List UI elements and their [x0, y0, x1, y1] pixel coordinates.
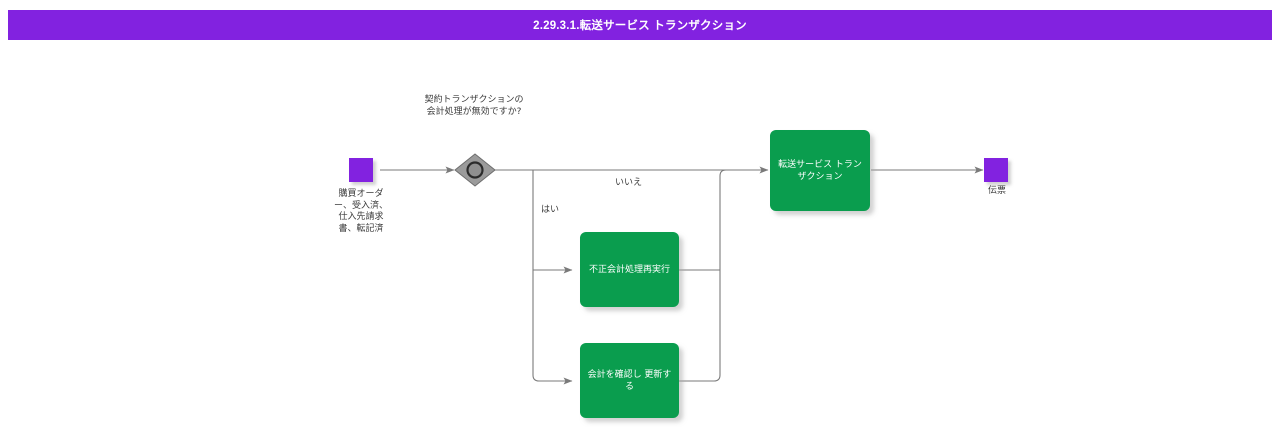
process-node-rerun-invalid-accounting-label: 不正会計処理再実行 [588, 264, 670, 275]
start-terminal-caption: 購買オーダー、受入済、仕入先請求書、転記済 [334, 189, 388, 234]
process-node-verify-update-accounting-label: 会計を確認し 更新する [587, 369, 672, 392]
decision-diamond-icon [454, 153, 496, 187]
end-terminal-node[interactable] [984, 158, 1008, 182]
edge-verify-update-accounting-to-merge [679, 270, 721, 382]
edge-merge-column-to-main [719, 169, 740, 270]
decision-node[interactable] [454, 153, 496, 187]
process-node-transfer-service-transaction[interactable]: 転送サービス トランザクション [770, 130, 870, 211]
end-terminal-caption: 伝票 [987, 186, 1006, 196]
start-terminal-node[interactable] [349, 158, 373, 182]
process-node-transfer-service-transaction-label: 転送サービス トランザクション [778, 159, 862, 182]
process-node-verify-update-accounting[interactable]: 会計を確認し 更新する [580, 343, 679, 418]
process-node-rerun-invalid-accounting[interactable]: 不正会計処理再実行 [580, 232, 679, 307]
edge-label-no: いいえ [615, 178, 643, 188]
page-header-bar: 2.29.3.1.転送サービス トランザクション [8, 10, 1272, 40]
decision-node-caption: 契約トランザクションの会計処理が無効ですか? [424, 95, 524, 117]
page-title: 2.29.3.1.転送サービス トランザクション [533, 20, 747, 32]
edge-label-yes: はい [541, 205, 560, 215]
